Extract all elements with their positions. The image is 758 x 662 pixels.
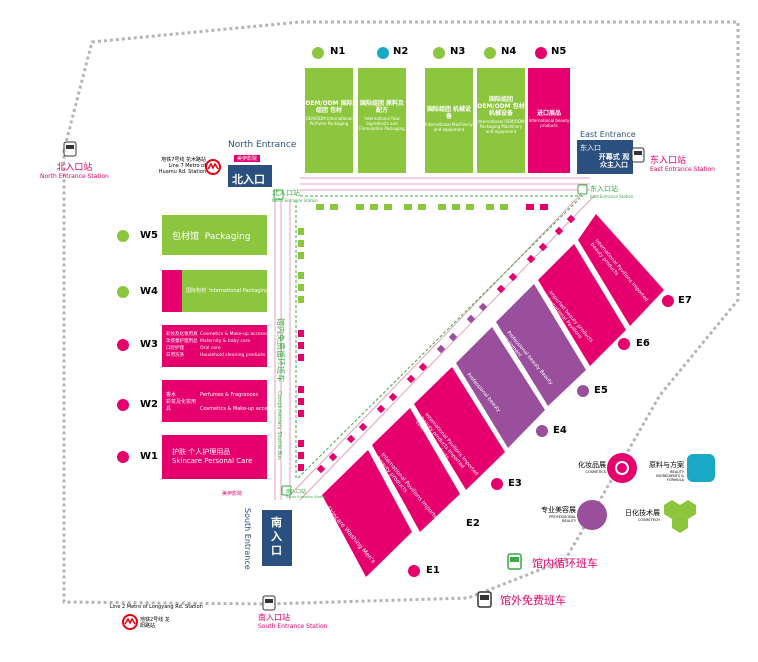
hall-w1-code: W1 [140,451,158,462]
booth-squares-north [316,204,508,210]
hall-w2-code: W2 [140,399,158,410]
hall-e3[interactable] [414,367,505,490]
hall-w4-label: 国际包材 International Packaging [186,288,269,294]
hall-icons [117,47,674,577]
hall-w5-code: W5 [140,230,158,241]
hall-e5-code: E5 [594,385,608,396]
hall-n4-code: N4 [501,46,517,57]
hall-w4-code: W4 [140,286,158,297]
booth-squares-diagonal [316,214,576,474]
bus-icon-legend-inner [507,553,522,570]
legend-cosmetech-icon [664,500,696,533]
hall-e6-code: E6 [636,338,650,349]
south-entrance-block[interactable] [262,510,292,566]
hall-w3[interactable] [162,325,267,367]
east-inner-station-label: 东入口站 East Entrance Station [590,185,634,199]
hall-n2-code: N2 [393,46,409,57]
hall-e1[interactable] [322,450,412,577]
south-entrance-zh: 南入口 [271,516,282,557]
hall-n3[interactable] [425,68,473,173]
hall-e5[interactable] [496,284,586,406]
bus-icon-inner-east [577,184,588,195]
legend-bf-icon [687,454,715,482]
north-entrance-zh: 北入口 [232,173,265,186]
shuttle-route [295,195,585,479]
legend-cosmetech: 日化技术展 COSMETECH [625,509,660,522]
roads [274,177,596,501]
legend-inner-bus: 馆内循环班车 [532,557,598,570]
hall-n1-label: OEM/ODM 国际组团 包材 OEM/ODM International Pe… [305,100,353,126]
hall-e2[interactable] [372,408,460,532]
shuttle-vertical-label: 馆内免费循环班车 Complimentary Shuttle Bus [276,318,285,460]
east-entrance-zh: 东入口 [580,144,601,152]
hall-w5[interactable] [162,215,267,255]
legend-probeauty: 专业美容展 PROFESSIONAL BEAUTY [541,506,576,523]
booth-squares-north-pink [526,204,548,210]
bus-icon-south [262,595,276,611]
bus-icon-inner-north [273,189,284,200]
hall-e2-code: E2 [466,518,480,529]
hall-w4[interactable] [162,270,267,312]
east-entrance-block[interactable] [577,140,633,174]
hall-n5-code: N5 [551,46,567,57]
hall-e7-code: E7 [678,295,692,306]
north-entrance-en: North Entrance [228,140,297,150]
legend-bf: 原料与方案 BEAUTY INGREDIENTS & FORMULA [649,461,684,482]
hall-n4-label: 国际组团 OEM/ODM 包材 机械设备 International OEM/O… [477,96,525,134]
hall-w2[interactable] [162,380,267,422]
hall-w5-label: 包材馆 Packaging [172,232,251,242]
north-station-label: 北入口站 North Entrance Station [40,163,109,180]
metro-line2-zh: 地铁2号线 龙阳路站 [140,617,170,629]
hall-n3-label: 国际组团 机械设备 International Machinery and eq… [425,106,473,132]
hall-e7[interactable] [578,214,664,326]
east-station-label: 东入口站 East Entrance Station [650,156,715,173]
hall-n1[interactable] [305,68,353,173]
hall-w3-code: W3 [140,339,158,350]
south-station-label: 南入口站 South Entrance Station [258,613,328,630]
bus-icon-inner-south [281,485,292,496]
hall-n3-code: N3 [450,46,466,57]
hall-e3-code: E3 [508,478,522,489]
legend-cosmetics-icon [607,453,637,483]
metro-line7-label: 地铁7号线 花木路站 Line 7 Metro of Huamu Rd. Sta… [158,157,206,175]
hall-n1-code: N1 [330,46,346,57]
hall-e4-code: E4 [553,425,567,436]
south-entrance-en: South Entrance [243,508,252,570]
east-entrance-sub: 开幕式 观众主入口 [598,153,630,169]
legend-cosmetics: 化妆品展 COSMETICS [578,461,606,474]
hall-n4[interactable] [477,68,525,173]
metro-icon-line2 [122,614,138,630]
legend-probeauty-icon [577,500,607,530]
hall-w1[interactable] [162,435,267,479]
bus-icon-east [631,147,645,163]
north-inner-station-label: 北入口站 North Entrance Station [272,189,318,203]
north-entrance-block[interactable] [228,165,272,187]
hall-n2[interactable] [358,68,406,173]
metro-line2-label: Line 2 Metro of Longyang Rd. Station [110,604,203,610]
north-entrance-badge: 美伊影院 [234,155,261,162]
east-entrance-en: East Entrance [580,130,636,139]
hall-e6[interactable] [538,244,626,366]
hall-n2-label: 国际组团 原料及配方 International Raw Ingredients… [359,100,405,131]
small-cinema-label: 美伊影院 [222,490,243,497]
hall-e4[interactable] [456,327,545,448]
hall-n5[interactable] [528,68,570,173]
metro-icon-line7 [205,159,221,175]
bus-icon-legend-outer [477,591,492,608]
bus-icon-north [63,141,77,157]
south-inner-station-label: 南入口站 South Entrance Station [286,489,327,499]
legend-outer-bus: 馆外免费班车 [500,594,566,607]
booth-squares-west [298,228,304,471]
hall-e1-code: E1 [426,565,440,576]
hall-n5-label: 进口展品 International beauty products [528,110,570,128]
